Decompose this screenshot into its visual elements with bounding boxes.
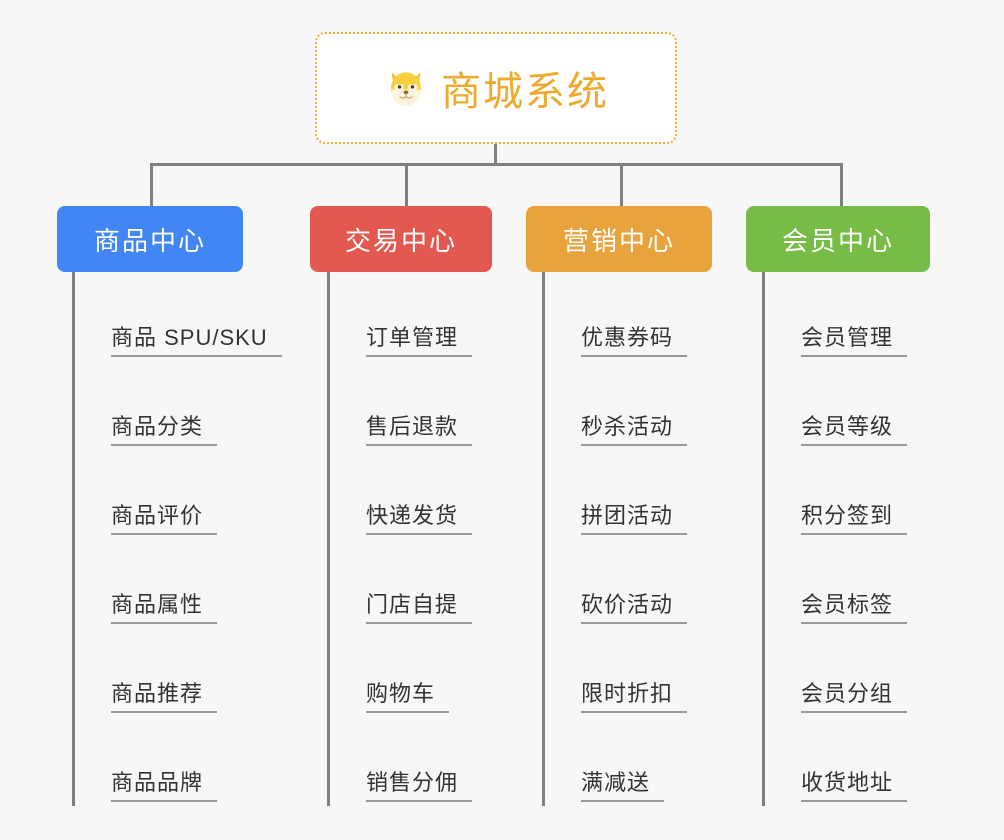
leaf-item-label: 积分签到	[801, 502, 908, 535]
root-title: 商城系统	[441, 70, 609, 114]
leaf-item[interactable]: 商品推荐	[75, 628, 243, 717]
leaf-item[interactable]: 优惠券码	[545, 272, 712, 361]
root-node-mall-system[interactable]: 商城系统	[315, 32, 677, 144]
leaf-item-label: 快递发货	[366, 502, 473, 535]
branch-header-trade-center[interactable]: 交易中心	[310, 206, 492, 272]
leaf-item-label: 商品 SPU/SKU	[111, 324, 282, 357]
leaf-item[interactable]: 会员等级	[765, 361, 930, 450]
leaf-item-label: 满减送	[581, 769, 665, 802]
leaf-item[interactable]: 收货地址	[765, 717, 930, 806]
leaf-item[interactable]: 限时折扣	[545, 628, 712, 717]
leaf-item-label: 商品推荐	[111, 680, 218, 713]
leaf-item-label: 会员标签	[801, 591, 908, 624]
branch-header-product-center[interactable]: 商品中心	[57, 206, 243, 272]
leaf-item-label: 收货地址	[801, 769, 908, 802]
leaf-item[interactable]: 购物车	[330, 628, 492, 717]
leaf-item[interactable]: 积分签到	[765, 450, 930, 539]
leaf-item[interactable]: 商品分类	[75, 361, 243, 450]
leaf-item[interactable]: 商品 SPU/SKU	[75, 272, 282, 361]
leaf-item[interactable]: 拼团活动	[545, 450, 712, 539]
branch-column-trade-center: 交易中心订单管理售后退款快递发货门店自提购物车销售分佣	[310, 206, 492, 806]
leaf-item[interactable]: 秒杀活动	[545, 361, 712, 450]
leaf-item-label: 会员分组	[801, 680, 908, 713]
connector-drop-marketing-center	[620, 163, 623, 206]
connector-bus	[150, 163, 842, 166]
leaf-item[interactable]: 会员管理	[765, 272, 930, 361]
leaf-item[interactable]: 砍价活动	[545, 539, 712, 628]
branch-header-marketing-center[interactable]: 营销中心	[526, 206, 712, 272]
leaf-item-label: 订单管理	[366, 324, 473, 357]
leaf-list-product-center: 商品 SPU/SKU 商品分类商品评价商品属性商品推荐商品品牌	[72, 272, 282, 806]
leaf-item[interactable]: 会员标签	[765, 539, 930, 628]
branch-header-member-center[interactable]: 会员中心	[746, 206, 930, 272]
branch-column-member-center: 会员中心会员管理会员等级积分签到会员标签会员分组收货地址	[746, 206, 930, 806]
leaf-list-marketing-center: 优惠券码秒杀活动拼团活动砍价活动限时折扣满减送	[542, 272, 712, 806]
leaf-item-label: 秒杀活动	[581, 413, 688, 446]
connector-trunk	[494, 144, 497, 166]
leaf-item-label: 门店自提	[366, 591, 473, 624]
leaf-item-label: 商品分类	[111, 413, 218, 446]
leaf-item[interactable]: 售后退款	[330, 361, 492, 450]
leaf-item[interactable]: 会员分组	[765, 628, 930, 717]
leaf-list-trade-center: 订单管理售后退款快递发货门店自提购物车销售分佣	[327, 272, 492, 806]
leaf-item[interactable]: 商品评价	[75, 450, 243, 539]
leaf-item[interactable]: 订单管理	[330, 272, 492, 361]
leaf-item-label: 销售分佣	[366, 769, 473, 802]
leaf-item-label: 商品属性	[111, 591, 218, 624]
leaf-item[interactable]: 门店自提	[330, 539, 492, 628]
leaf-item-label: 会员等级	[801, 413, 908, 446]
leaf-item[interactable]: 商品品牌	[75, 717, 243, 806]
leaf-item-label: 会员管理	[801, 324, 908, 357]
leaf-item[interactable]: 商品属性	[75, 539, 243, 628]
leaf-item-label: 砍价活动	[581, 591, 688, 624]
branch-column-marketing-center: 营销中心优惠券码秒杀活动拼团活动砍价活动限时折扣满减送	[526, 206, 712, 806]
branch-column-product-center: 商品中心商品 SPU/SKU 商品分类商品评价商品属性商品推荐商品品牌	[57, 206, 282, 806]
connector-drop-member-center	[840, 163, 843, 206]
leaf-item-label: 限时折扣	[581, 680, 688, 713]
leaf-list-member-center: 会员管理会员等级积分签到会员标签会员分组收货地址	[762, 272, 930, 806]
leaf-item-label: 商品评价	[111, 502, 218, 535]
leaf-item[interactable]: 满减送	[545, 717, 712, 806]
leaf-item[interactable]: 快递发货	[330, 450, 492, 539]
connector-drop-product-center	[150, 163, 153, 206]
leaf-item-label: 售后退款	[366, 413, 473, 446]
connector-drop-trade-center	[405, 163, 408, 206]
leaf-item-label: 拼团活动	[581, 502, 688, 535]
leaf-item-label: 购物车	[366, 680, 450, 713]
leaf-item[interactable]: 销售分佣	[330, 717, 492, 806]
dog-face-icon	[383, 65, 429, 111]
leaf-item-label: 优惠券码	[581, 324, 688, 357]
leaf-item-label: 商品品牌	[111, 769, 218, 802]
